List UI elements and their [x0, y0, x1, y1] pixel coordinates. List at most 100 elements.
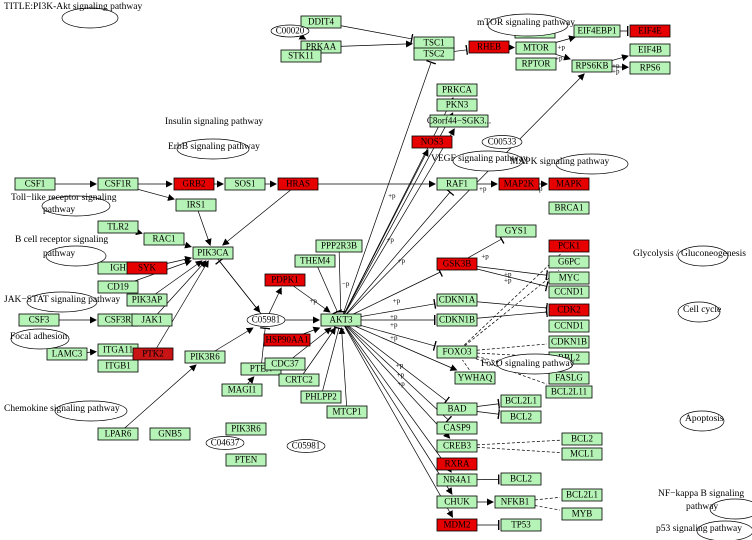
node-eif4b[interactable]: EIF4B	[629, 43, 671, 57]
node-hsp90aa1[interactable]: HSP90AA1	[263, 333, 311, 347]
pathway-label-chemokine[interactable]: Chemokine signaling pathway	[4, 404, 120, 414]
node-mtcp1[interactable]: MTCP1	[326, 405, 368, 419]
node-mapk[interactable]: MAPK	[548, 177, 590, 191]
node-rxra[interactable]: RXRA	[436, 457, 478, 471]
node-akt3[interactable]: AKT3	[320, 313, 362, 327]
node-nos3[interactable]: NOS3	[411, 135, 453, 149]
node-csf1r[interactable]: CSF1R	[97, 177, 139, 191]
node-mcl1[interactable]: MCL1	[561, 447, 603, 461]
pathway-label-jak[interactable]: JAK−STAT signaling pathway	[4, 295, 121, 305]
node-rac1[interactable]: RAC1	[143, 232, 185, 246]
pathway-label-toll1[interactable]: Toll−like receptor signaling	[11, 193, 117, 203]
pathway-label-glyco[interactable]: Glycolysis / Gluconeogenesis	[633, 249, 746, 259]
pathway-label-mtor[interactable]: mTOR signaling pathway	[477, 18, 575, 28]
node-crtc2[interactable]: CRTC2	[278, 373, 320, 387]
pathway-label-p53[interactable]: p53 signaling pathway	[656, 524, 742, 534]
node-csf3r[interactable]: CSF3R	[97, 313, 139, 327]
node-tsc1[interactable]: TSC1	[413, 36, 455, 50]
node-raf1[interactable]: RAF1	[436, 177, 478, 191]
node-pdpk1[interactable]: PDPK1	[264, 273, 306, 287]
node-cdk2[interactable]: CDK2	[548, 303, 590, 317]
compound-c05981b[interactable]: C05981	[286, 439, 326, 453]
node-gys1[interactable]: GYS1	[495, 224, 537, 238]
node-pik3r6a[interactable]: PIK3R6	[184, 350, 226, 364]
pathway-label-focal[interactable]: Focal adhesion	[10, 332, 68, 342]
node-cd19[interactable]: CD19	[97, 280, 139, 294]
node-mdm2[interactable]: MDM2	[436, 518, 478, 532]
node-irs1[interactable]: IRS1	[175, 198, 217, 212]
node-bcl2a[interactable]: BCL2	[500, 410, 542, 424]
node-bad[interactable]: BAD	[436, 402, 478, 416]
node-stk11[interactable]: STK11	[280, 49, 322, 63]
compound-c05981a[interactable]: C05981	[246, 313, 286, 327]
node-hras[interactable]: HRAS	[277, 177, 319, 191]
node-lamc3[interactable]: LAMC3	[46, 347, 88, 361]
pathway-label-bcell2[interactable]: pathway	[43, 249, 75, 259]
node-rps6[interactable]: RPS6	[629, 61, 671, 75]
node-foxo3[interactable]: FOXO3	[436, 345, 478, 359]
node-magi1[interactable]: MAGI1	[221, 383, 263, 397]
node-brca1[interactable]: BRCA1	[548, 201, 590, 215]
node-rps6kb[interactable]: RPS6KB	[571, 59, 613, 73]
node-cdkn1bb[interactable]: CDKN1B	[548, 335, 590, 349]
node-lpar6[interactable]: LPAR6	[97, 427, 139, 441]
node-bcl2l11[interactable]: BCL2L11	[545, 385, 593, 399]
node-tlr2[interactable]: TLR2	[97, 220, 139, 234]
node-ddit4[interactable]: DDIT4	[300, 15, 342, 29]
node-cdc37[interactable]: CDC37	[264, 357, 306, 371]
node-grb2[interactable]: GRB2	[173, 177, 215, 191]
node-casp9[interactable]: CASP9	[436, 421, 478, 435]
node-ptenb[interactable]: PTEN	[225, 453, 267, 467]
compound-c04637[interactable]: C04637	[205, 436, 245, 450]
node-syk[interactable]: SYK	[126, 261, 168, 275]
node-phlpp2[interactable]: PHLPP2	[300, 390, 342, 404]
pathway-label-nfkb2[interactable]: pathway	[686, 502, 718, 512]
pathway-label-cellcycle[interactable]: Cell cycle	[683, 305, 721, 315]
node-prkca[interactable]: PRKCA	[436, 83, 478, 97]
node-g6pc[interactable]: G6PC	[548, 255, 590, 269]
node-ptk2[interactable]: PTK2	[132, 347, 174, 361]
node-bcl2c[interactable]: BCL2	[500, 472, 542, 486]
pathway-label-mapk[interactable]: MAPK signaling pathway	[510, 157, 609, 167]
node-ppp2r3b[interactable]: PPP2R3B	[315, 239, 363, 253]
node-itga11[interactable]: ITGA11	[97, 343, 139, 357]
node-tsc2[interactable]: TSC2	[413, 47, 455, 61]
node-pik3ap[interactable]: PIK3AP	[126, 293, 168, 307]
pathway-label-nfkb1[interactable]: NF−kappa B signaling	[658, 489, 744, 499]
node-bcl2l1b[interactable]: BCL2L1	[561, 488, 603, 502]
node-map2k[interactable]: MAP2K	[498, 177, 540, 191]
node-ccnd1b[interactable]: CCND1	[548, 319, 590, 333]
compound-c00020[interactable]: C00020	[270, 24, 310, 38]
node-jak1[interactable]: JAK1	[131, 313, 173, 327]
node-bcl2b[interactable]: BCL2	[561, 432, 603, 446]
node-creb3[interactable]: CREB3	[436, 439, 478, 453]
node-nr4a1[interactable]: NR4A1	[436, 473, 478, 487]
node-csf1[interactable]: CSF1	[14, 177, 56, 191]
pathway-label-erbb[interactable]: ErbB signaling pathway	[168, 142, 260, 152]
node-gnb5[interactable]: GNB5	[149, 427, 191, 441]
node-itgb1[interactable]: ITGB1	[97, 359, 139, 373]
compound-c00533[interactable]: C00533	[481, 135, 523, 149]
node-eif4e[interactable]: EIF4E	[629, 24, 671, 38]
pathway-label-apoptosis[interactable]: Apoptosis	[685, 414, 724, 424]
node-tp53[interactable]: TP53	[500, 518, 542, 532]
node-myb[interactable]: MYB	[561, 507, 603, 521]
node-sos1[interactable]: SOS1	[224, 177, 266, 191]
node-nfkb1[interactable]: NFKB1	[494, 495, 536, 509]
pathway-label-insulin[interactable]: Insulin signaling pathway	[165, 117, 263, 127]
node-pkn3[interactable]: PKN3	[436, 98, 478, 112]
node-c8orf44[interactable]: C8orf44−SGK3...	[427, 114, 491, 128]
node-mtor[interactable]: MTOR	[515, 41, 557, 55]
node-rptor[interactable]: RPTOR	[515, 57, 557, 71]
node-pck1[interactable]: PCK1	[548, 239, 590, 253]
pathway-label-toll2[interactable]: pathway	[43, 205, 75, 215]
node-ywhaq[interactable]: YWHAQ	[454, 371, 496, 385]
pathway-label-bcell1[interactable]: B cell receptor signaling	[15, 235, 108, 245]
node-myc[interactable]: MYC	[548, 271, 590, 285]
node-pik3r6b[interactable]: PIK3R6	[225, 422, 267, 436]
pathway-label-vegf[interactable]: VEGF signaling pathway	[431, 154, 528, 164]
node-chuk[interactable]: CHUK	[436, 495, 478, 509]
node-pik3ca[interactable]: PIK3CA	[192, 246, 234, 260]
node-eif4ebp1[interactable]: EIF4EBP1	[573, 24, 621, 38]
node-cdkn1b[interactable]: CDKN1B	[436, 313, 478, 327]
